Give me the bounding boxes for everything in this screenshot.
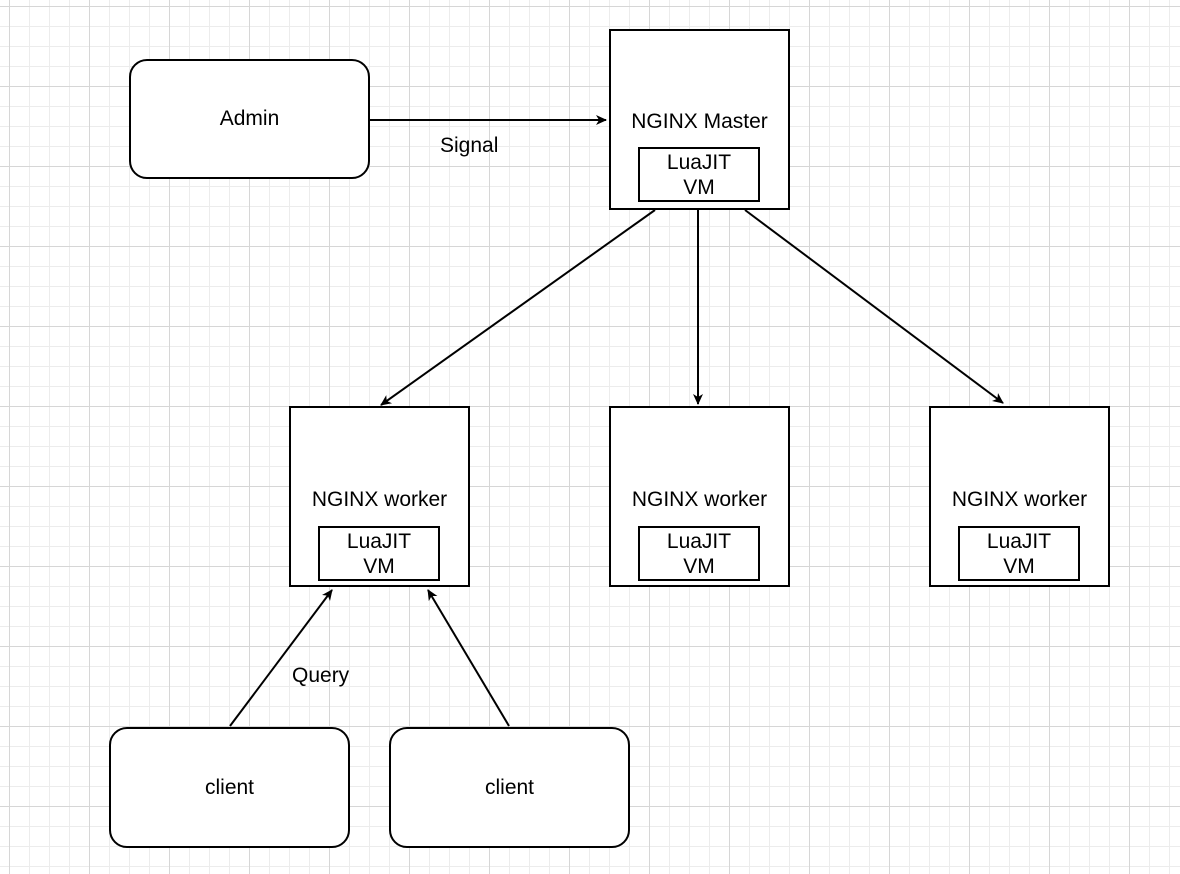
nginx-worker-1-title: NGINX worker	[311, 488, 448, 511]
worker-3-luajit-vm-box: LuaJIT VM	[958, 526, 1080, 581]
client-2-label: client	[484, 775, 535, 799]
edge-client-2-to-worker-1	[427, 589, 510, 727]
worker-2-luajit-vm-box: LuaJIT VM	[638, 526, 760, 581]
nginx-master-title: NGINX Master	[631, 110, 768, 133]
edge-client-1-to-worker-1	[229, 589, 333, 727]
client-node-2[interactable]: client	[389, 727, 630, 848]
worker-3-vm-line-1: LuaJIT	[986, 530, 1052, 553]
signal-edge-label: Signal	[440, 134, 499, 157]
master-luajit-vm-box: LuaJIT VM	[638, 147, 760, 202]
master-vm-line-2: VM	[683, 176, 715, 199]
admin-label: Admin	[219, 107, 280, 130]
nginx-worker-3-title: NGINX worker	[951, 488, 1088, 511]
nginx-worker-2-title: NGINX worker	[631, 488, 768, 511]
edge-master-to-worker-3	[744, 209, 1004, 404]
client-node-1[interactable]: client	[109, 727, 350, 848]
worker-2-vm-line-2: VM	[683, 555, 715, 578]
nginx-master-node[interactable]: NGINX Master LuaJIT VM	[609, 29, 790, 210]
admin-node[interactable]: Admin	[129, 59, 370, 179]
client-1-label: client	[204, 775, 255, 799]
nginx-worker-node-2[interactable]: NGINX worker LuaJIT VM	[609, 406, 790, 587]
nginx-worker-node-3[interactable]: NGINX worker LuaJIT VM	[929, 406, 1110, 587]
worker-1-vm-line-1: LuaJIT	[346, 530, 412, 553]
worker-2-vm-line-1: LuaJIT	[666, 530, 732, 553]
master-vm-line-1: LuaJIT	[666, 151, 732, 174]
nginx-worker-node-1[interactable]: NGINX worker LuaJIT VM	[289, 406, 470, 587]
query-edge-label: Query	[292, 664, 350, 687]
worker-3-vm-line-2: VM	[1003, 555, 1035, 578]
worker-1-vm-line-2: VM	[363, 555, 395, 578]
edge-master-to-worker-1	[380, 209, 656, 406]
worker-1-luajit-vm-box: LuaJIT VM	[318, 526, 440, 581]
